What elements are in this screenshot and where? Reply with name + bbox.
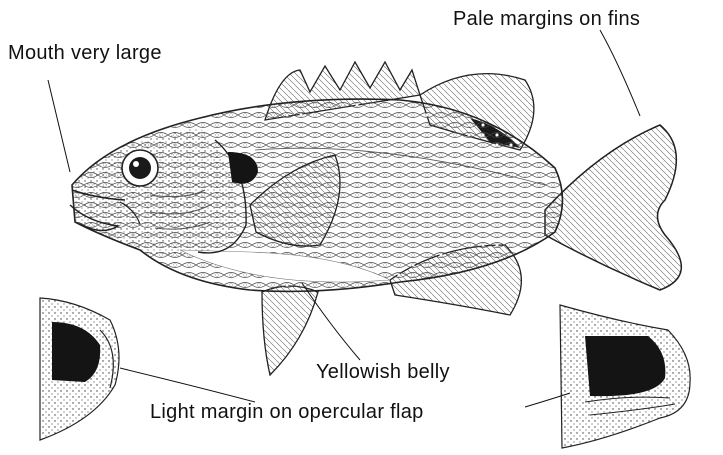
caudal-fin [545,125,681,290]
eye [122,150,158,186]
pelvic-fin [262,286,318,375]
label-opercular-flap: Light margin on opercular flap [150,401,424,424]
leader-mouth [48,80,70,172]
opercular-flap-inset-left [40,298,119,440]
leader-flap-left [120,368,255,402]
label-belly: Yellowish belly [316,361,450,384]
leader-fins [600,30,640,116]
label-fin-margins: Pale margins on fins [453,8,640,31]
label-mouth: Mouth very large [8,42,162,65]
opercular-flap-inset-right [560,305,690,448]
